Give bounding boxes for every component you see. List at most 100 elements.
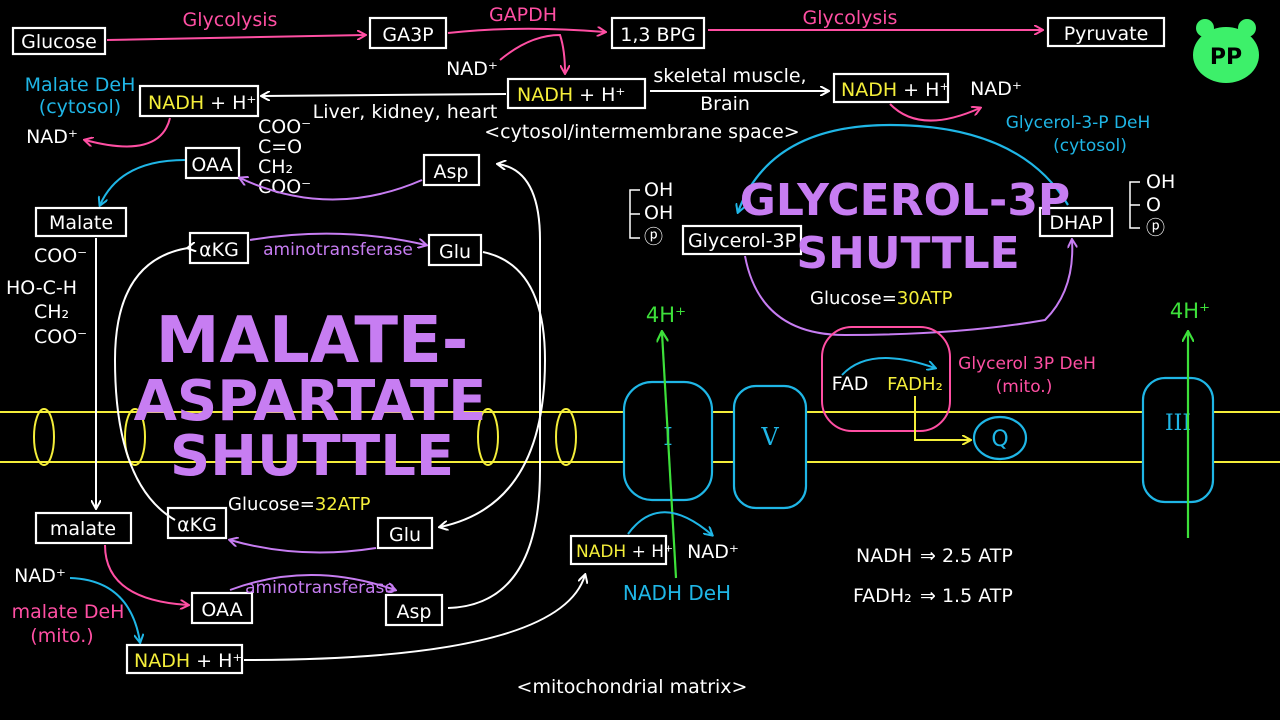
membrane-channel-1 [33, 408, 55, 466]
nadh-glycerol-text: NADH + H⁺ [841, 79, 949, 101]
g3p-deh-mito-line1: Glycerol 3P DeH [958, 354, 1096, 374]
nadh-glycerol-box [832, 72, 950, 104]
malate-structure: COO⁻ HO-C-H CH₂ COO⁻ [6, 245, 87, 348]
glu-cytosol-box [427, 233, 483, 267]
nad-etc: NAD⁺ [687, 541, 739, 563]
svg-text:ⓟ: ⓟ [644, 226, 663, 248]
nad-glycerol: NAD⁺ [970, 78, 1022, 100]
akg-mito-label: αKG [177, 514, 217, 536]
svg-text:OH: OH [644, 179, 673, 201]
glu-transport-loop [440, 251, 547, 527]
asp-cytosol-box [422, 153, 481, 187]
fadh2-to-q-arrow [914, 396, 970, 440]
fad-label: FAD [832, 373, 869, 395]
glycerol3p-label: Glycerol-3P [688, 230, 796, 252]
glycolysis-step1-label: Glycolysis [183, 9, 278, 31]
proton-pump-left [662, 333, 678, 579]
glu-cytosol-label: Glu [439, 241, 471, 263]
svg-text:HO-C-H: HO-C-H [6, 277, 77, 299]
oaa-label: OAA [191, 154, 232, 176]
complex-3 [1141, 376, 1215, 504]
glycolysis-step2-label: Glycolysis [803, 7, 898, 29]
dhap-structure: OH O ⓟ [1129, 171, 1175, 239]
malate-to-oaa-arrow [104, 544, 188, 605]
glycerol-atp-text: Glucose=30ATP [810, 288, 953, 309]
svg-text:CH₂: CH₂ [258, 156, 293, 178]
liver-route-arrow [262, 94, 507, 96]
nadh-mito-text: NADH + H⁺ [134, 650, 242, 672]
nadh-etc-text: NADH + H⁺ [576, 542, 673, 562]
svg-text:O: O [1146, 194, 1161, 216]
ga3p-box [368, 16, 448, 50]
glu-mito-box [376, 516, 434, 550]
membrane-channel-4 [555, 408, 577, 466]
malate-deh-mito-line1: malate DeH [12, 601, 125, 623]
glucose-box [11, 26, 107, 56]
svg-text:COO⁻: COO⁻ [258, 116, 311, 138]
ga3p-label: GA3P [382, 24, 433, 46]
svg-text:C=O: C=O [258, 136, 302, 158]
glycolysis-arrow-1 [106, 35, 365, 41]
proton-left-label: 4H⁺ [646, 303, 686, 327]
mito-g3p-deh-enzyme [821, 326, 951, 432]
atp-yield-nadh-value: ⇒ 2.5 ATP [920, 545, 1013, 567]
svg-text:COO⁻: COO⁻ [258, 176, 311, 198]
nad-mito-arrow [69, 577, 140, 642]
malate-title-line1: MALATE- [156, 304, 469, 378]
malate-cytosol-box [34, 206, 128, 238]
bpg-box [610, 16, 706, 50]
membrane-channel-2 [124, 408, 146, 466]
glycerol-nad-arrow [889, 103, 980, 122]
nad-cytosol: NAD⁺ [26, 126, 78, 148]
matrix-label: <mitochondrial matrix> [517, 676, 748, 698]
glucose-label: Glucose [21, 31, 97, 53]
atp-yield-fadh2-value: ⇒ 1.5 ATP [920, 585, 1013, 607]
channel-logo: PP [1193, 19, 1259, 83]
gapdh-label: GAPDH [489, 4, 557, 26]
nadh-center-text: NADH + H⁺ [517, 84, 625, 106]
nadh-deh-label: NADH DeH [623, 581, 731, 605]
nadh-cytosol-text: NADH + H⁺ [148, 92, 256, 114]
pyruvate-box [1046, 16, 1166, 48]
g3p-deh-mito-line2: (mito.) [996, 377, 1053, 397]
nadh-center-box [506, 77, 647, 110]
muscle-route-line1: skeletal muscle, [653, 65, 806, 87]
q-label: Q [991, 427, 1008, 452]
nadh-to-complex1-arrow [243, 575, 585, 661]
aminotransferase-top-arrow [249, 232, 426, 245]
complex-3-label: III [1165, 411, 1191, 436]
muscle-route-line2: Brain [700, 93, 750, 115]
complex-2-label: V [760, 423, 779, 451]
asp-mito-box [384, 593, 444, 627]
asp-mito-label: Asp [397, 601, 432, 623]
pyruvate-label: Pyruvate [1064, 23, 1149, 45]
glu-mito-label: Glu [389, 524, 421, 546]
proton-right-label: 4H⁺ [1170, 299, 1210, 323]
atp-yield-table: NADH ⇒ 2.5 ATP FADH₂ ⇒ 1.5 ATP [853, 545, 1013, 607]
nadh-cytosol-box [138, 84, 260, 118]
svg-text:OH: OH [1146, 171, 1175, 193]
svg-text:CH₂: CH₂ [34, 301, 69, 323]
liver-route-label: Liver, kidney, heart [313, 101, 498, 123]
nadh-etc-box [569, 534, 668, 566]
svg-text:COO⁻: COO⁻ [34, 326, 87, 348]
svg-text:OH: OH [644, 202, 673, 224]
malate-mito-label: malate [50, 518, 116, 540]
glycolysis-nad: NAD⁺ [446, 58, 498, 80]
gapdh-arrow [447, 29, 605, 33]
g3p-deh-cytosol-line2: (cytosol) [1053, 136, 1127, 156]
malate-deh-mito-line2: (mito.) [30, 625, 93, 647]
svg-text:ⓟ: ⓟ [1146, 217, 1165, 239]
glycerol3p-box [681, 224, 803, 256]
oaa-box [184, 146, 241, 180]
membrane-channel-3 [477, 408, 499, 466]
svg-text:COO⁻: COO⁻ [34, 245, 87, 267]
complex-2 [732, 384, 808, 510]
akg-transport-loop [113, 248, 188, 521]
dhap-label: DHAP [1049, 212, 1102, 234]
atp-yield-nadh-name: NADH [856, 545, 912, 567]
gapdh-nad-arrow [499, 33, 565, 73]
malate-atp-text: Glucose=32ATP [228, 494, 371, 515]
